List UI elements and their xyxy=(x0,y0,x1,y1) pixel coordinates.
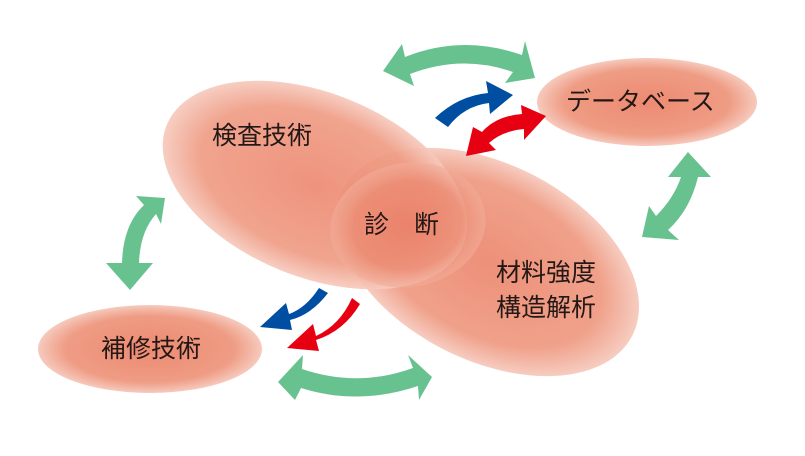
node-diagnosis-ellipse xyxy=(330,162,486,288)
arrow-database-diagnosis-red-icon xyxy=(466,105,546,156)
arrow-inspection-database-icon xyxy=(383,41,535,86)
node-material-label-line1: 材料強度 xyxy=(496,258,597,287)
node-material-label-line2: 構造解析 xyxy=(496,293,597,322)
node-database-ellipse xyxy=(537,58,757,146)
arrow-diagnosis-repair-blue-icon xyxy=(260,288,328,330)
arrow-diagnosis-database-blue-icon xyxy=(435,81,513,127)
node-repair-ellipse xyxy=(38,305,262,393)
arrow-diagnosis-repair-red-icon xyxy=(287,298,360,351)
arrow-inspection-repair-icon xyxy=(106,196,165,290)
arrow-repair-material-icon xyxy=(278,355,432,400)
node-diagnosis-label: 診 断 xyxy=(364,210,440,239)
arrow-database-material-icon xyxy=(642,152,711,240)
node-database-label: データベース xyxy=(566,87,715,116)
green-arrows xyxy=(106,41,711,400)
node-inspection-label: 検査技術 xyxy=(212,121,313,150)
node-repair-label: 補修技術 xyxy=(101,334,202,363)
